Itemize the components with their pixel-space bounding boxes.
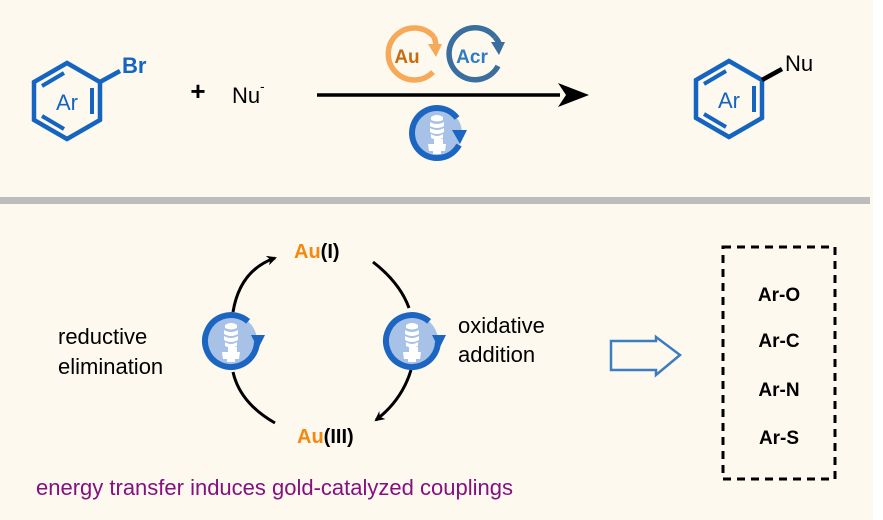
light-bulb-icon	[202, 312, 265, 370]
reaction-arrow-head	[558, 83, 589, 107]
aryl-nucleophile-product: Ar Nu	[693, 51, 813, 140]
hollow-right-arrow	[609, 334, 683, 378]
nucleophile-substituent: Nu	[785, 51, 813, 76]
double-bond	[40, 71, 66, 88]
double-bond	[702, 112, 728, 129]
gold-i-label: Au(I)	[294, 241, 340, 263]
dashed-box	[721, 245, 837, 481]
double-bond	[702, 69, 728, 86]
gold-iii-label: Au(III)	[297, 426, 354, 448]
cycle-arc-top-right	[372, 260, 411, 309]
au-iii-metal: Au	[297, 426, 324, 448]
product-ar-n: Ar-N	[758, 380, 799, 401]
svg-text:Au(III): Au(III)	[297, 426, 354, 448]
c-nu-bond	[760, 67, 784, 82]
reductive-elimination-line2: elimination	[58, 354, 163, 379]
bromine-label: Br	[122, 53, 147, 78]
cycle-arrow-top-left	[231, 255, 277, 313]
product-ar-o: Ar-O	[758, 285, 800, 306]
ring-label: Ar	[718, 88, 740, 113]
catalytic-cycle: Au(I) Au(III) reductive elimination oxid…	[58, 241, 545, 448]
acr-label: Acr	[456, 47, 488, 68]
reductive-elimination-line1: reductive	[58, 324, 147, 349]
au-cycle-ring	[385, 25, 437, 83]
product-ar-c: Ar-C	[758, 331, 799, 352]
au-i-metal: Au	[294, 241, 321, 263]
au-iii-oxidation-state: (III)	[324, 426, 354, 448]
au-cycle-arrowhead	[428, 44, 442, 57]
svg-text:Au(I): Au(I)	[294, 241, 340, 263]
c-br-bond	[98, 69, 122, 84]
nucleophile-label: Nu	[232, 83, 260, 108]
caption: energy transfer induces gold-catalyzed c…	[36, 475, 513, 500]
cycle-arc-bottom-left	[231, 371, 276, 425]
ring-label: Ar	[56, 90, 78, 115]
double-bond	[40, 114, 66, 131]
light-bulb-icon	[383, 312, 446, 370]
product-ar-s: Ar-S	[759, 428, 799, 449]
oxidative-addition-line2: addition	[458, 342, 535, 367]
acr-cycle-ring	[446, 25, 501, 83]
light-bulb-icon	[409, 105, 467, 161]
au-i-oxidation-state: (I)	[321, 241, 340, 263]
plus-sign: +	[190, 76, 205, 106]
acr-cycle-arrowhead	[491, 42, 505, 55]
oxidative-addition-line1: oxidative	[458, 313, 545, 338]
au-label: Au	[394, 47, 419, 68]
cycle-arrow-bottom-right	[374, 369, 413, 422]
gold-catalyst-badge: Au	[385, 25, 442, 83]
section-separator	[0, 197, 870, 204]
acridinium-badge: Acr	[446, 25, 505, 83]
nucleophile-charge: -	[260, 78, 265, 94]
products-box: Ar-O Ar-C Ar-N Ar-S	[721, 245, 837, 481]
aryl-bromide-structure: Ar Br	[31, 53, 147, 142]
nucleophile: Nu -	[232, 78, 265, 108]
